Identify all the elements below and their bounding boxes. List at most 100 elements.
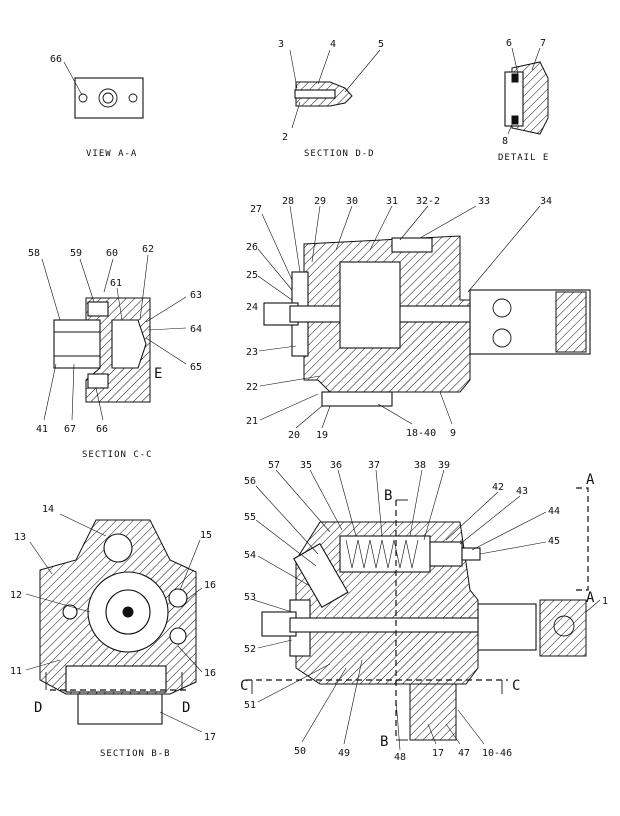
lower-gear-pump [477, 603, 537, 651]
label-15: 15 [200, 530, 212, 541]
section-cc-bolt-bottom [87, 373, 109, 389]
caption-view-aa: VIEW A-A [86, 149, 137, 159]
label-13: 13 [14, 532, 26, 543]
detail-e-seal-bottom [511, 115, 519, 125]
detail-e-bore [504, 71, 524, 127]
leader-25 [257, 275, 293, 301]
leader-38 [409, 469, 423, 537]
label-60: 60 [106, 248, 118, 259]
leader-53 [253, 599, 293, 613]
leader-66-view-aa [63, 61, 83, 96]
leader-18-40 [377, 403, 413, 425]
leader-21 [259, 393, 319, 421]
leader-33 [419, 205, 477, 239]
section-cc-e-marker: E [154, 366, 162, 382]
cut-line-aa [576, 487, 589, 591]
leader-7 [531, 47, 541, 71]
label-1: 1 [602, 596, 608, 607]
label-20: 20 [288, 430, 300, 441]
label-39: 39 [438, 460, 450, 471]
leader-14 [59, 513, 107, 537]
label-41: 41 [36, 424, 48, 435]
leader-9 [439, 391, 453, 425]
section-dd-group: 3 4 5 2 SECTION D-D [278, 39, 384, 159]
leader-41 [43, 363, 57, 421]
leader-57 [275, 469, 331, 533]
caption-section-cc: SECTION C-C [82, 450, 153, 460]
label-6: 6 [506, 38, 512, 49]
section-bb-hub [122, 606, 134, 618]
label-11: 11 [10, 666, 22, 677]
leader-12 [25, 593, 91, 613]
leader-62 [139, 254, 149, 321]
upper-gear-bottom [492, 328, 512, 348]
section-bb-d-left: D [34, 700, 42, 716]
leader-34 [467, 205, 541, 293]
label-51: 51 [244, 700, 256, 711]
leader-48 [395, 699, 401, 751]
lower-port-block [409, 683, 457, 741]
label-26: 26 [246, 242, 258, 253]
detail-e-group: 6 7 8 DETAIL E [498, 38, 549, 163]
label-44: 44 [548, 506, 560, 517]
view-aa-fitting-inner [102, 92, 114, 104]
lower-gear-pump-cover [539, 599, 587, 657]
cut-marker-b-top: B [384, 488, 392, 504]
label-29: 29 [314, 196, 326, 207]
label-36: 36 [330, 460, 342, 471]
label-22: 22 [246, 382, 258, 393]
view-aa-bolt-right [128, 93, 138, 103]
leader-20 [295, 405, 323, 429]
lower-gear [553, 615, 575, 637]
leader-28 [289, 205, 301, 273]
label-12: 12 [10, 590, 22, 601]
leader-51 [257, 663, 331, 703]
label-65: 65 [190, 362, 202, 373]
label-4: 4 [330, 39, 336, 50]
leader-39 [423, 469, 445, 541]
label-37: 37 [368, 460, 380, 471]
label-28: 28 [282, 196, 294, 207]
leader-19 [321, 405, 331, 429]
leader-47 [445, 723, 461, 745]
label-48: 48 [394, 752, 406, 763]
lower-main-shaft [289, 617, 491, 633]
section-cc-group: 58 59 60 61 62 63 64 65 41 67 66 E SECTI… [28, 244, 202, 460]
label-17-bb: 17 [204, 732, 216, 743]
view-aa-plate [74, 77, 144, 119]
label-25: 25 [246, 270, 258, 281]
label-63: 63 [190, 290, 202, 301]
label-14: 14 [42, 504, 54, 515]
leader-10-46 [457, 709, 485, 745]
leader-56 [255, 485, 319, 555]
leader-31 [369, 205, 393, 251]
leader-43 [459, 495, 521, 545]
upper-cylinder-block [339, 261, 401, 349]
label-54: 54 [244, 550, 256, 561]
view-aa-group: 66 VIEW A-A [50, 54, 144, 159]
label-3: 3 [278, 39, 284, 50]
label-57: 57 [268, 460, 280, 471]
label-17-lower: 17 [432, 748, 444, 759]
label-35: 35 [300, 460, 312, 471]
leader-3 [289, 49, 298, 89]
label-7: 7 [540, 38, 546, 49]
leader-63 [145, 296, 187, 323]
label-16-upper: 16 [204, 580, 216, 591]
cut-marker-c-right: C [512, 678, 520, 694]
leader-64 [147, 327, 187, 331]
leader-30 [335, 205, 353, 251]
section-cc-bolt-top [87, 301, 109, 317]
label-67: 67 [64, 424, 76, 435]
label-32-2: 32-2 [416, 196, 440, 207]
caption-section-bb: SECTION B-B [100, 749, 171, 759]
leader-16-lower [177, 645, 203, 673]
leader-59 [79, 258, 95, 303]
section-bb-port-right-1 [168, 588, 188, 608]
main-upper-group: 27 28 29 30 31 32-2 33 34 26 25 24 23 22… [246, 196, 591, 441]
label-5: 5 [378, 39, 384, 50]
section-bb-port-right-2 [169, 627, 187, 645]
label-43: 43 [516, 486, 528, 497]
label-18-40: 18-40 [406, 428, 436, 439]
